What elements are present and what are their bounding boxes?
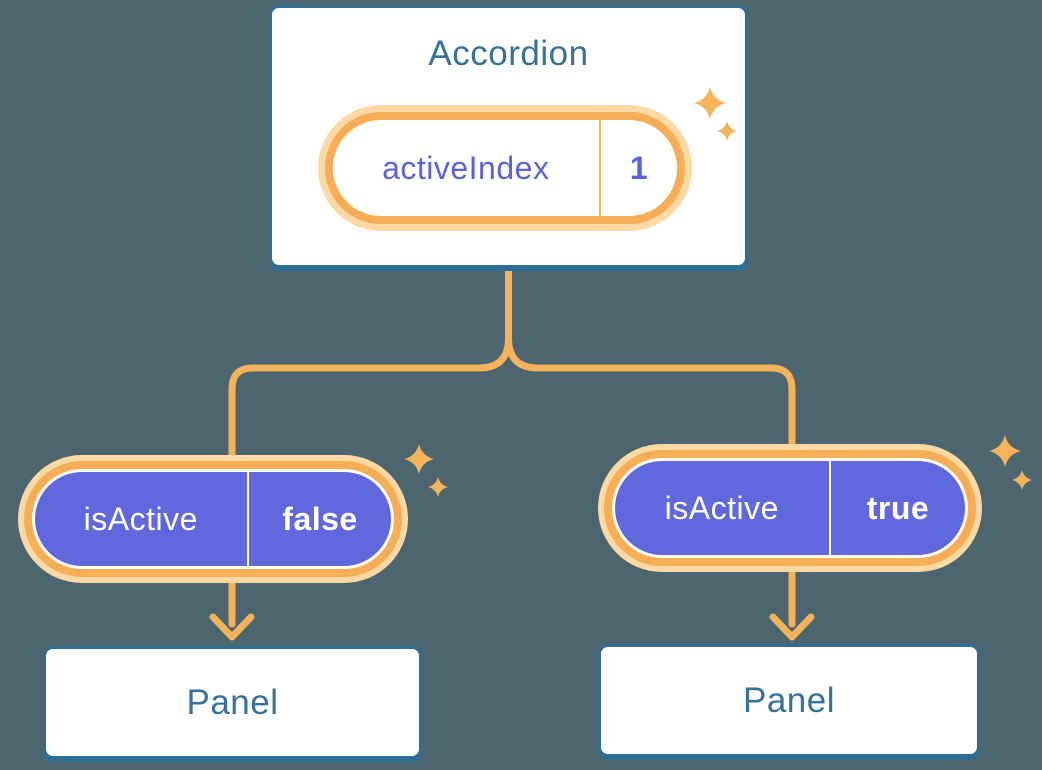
sparkle-icon bbox=[404, 444, 434, 474]
is-active-pill-right: isActive true bbox=[612, 458, 968, 558]
sparkle-icon bbox=[1012, 470, 1032, 490]
left-arrow-head-icon bbox=[209, 613, 255, 641]
left-branch-connector bbox=[228, 334, 512, 466]
pill-divider bbox=[598, 120, 601, 216]
sparkle-icon bbox=[428, 477, 448, 497]
accordion-title: Accordion bbox=[428, 34, 589, 73]
panel-title: Panel bbox=[742, 680, 836, 720]
right-branch-connector bbox=[505, 334, 796, 454]
active-index-pill: activeIndex 1 bbox=[325, 112, 685, 224]
prop-pill-value: false bbox=[282, 500, 358, 537]
pill-divider bbox=[246, 472, 249, 566]
state-pill-value: 1 bbox=[629, 149, 649, 186]
panel-node-left: Panel bbox=[43, 646, 422, 759]
prop-pill-label: isActive bbox=[83, 500, 198, 537]
panel-node-right: Panel bbox=[598, 644, 980, 757]
is-active-pill-left: isActive false bbox=[32, 469, 394, 569]
prop-pill-label: isActive bbox=[664, 489, 779, 526]
prop-pill-value: true bbox=[866, 489, 930, 526]
state-pill-label: activeIndex bbox=[382, 149, 550, 186]
sparkle-icon bbox=[989, 435, 1021, 467]
pill-divider bbox=[828, 461, 831, 555]
panel-title: Panel bbox=[186, 682, 279, 722]
right-arrow-head-icon bbox=[769, 613, 815, 641]
